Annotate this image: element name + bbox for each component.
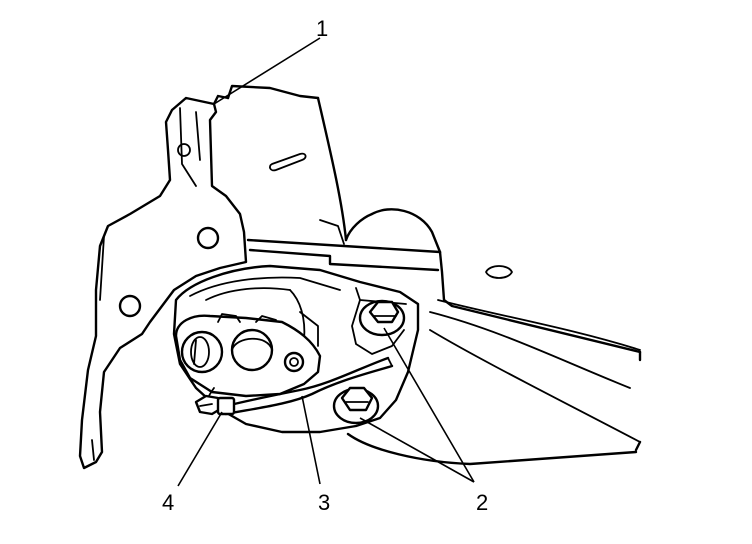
leader-3: [301, 395, 321, 485]
callout-3: 3: [318, 490, 330, 515]
leader-4: [177, 411, 223, 487]
callout-1: 1: [316, 16, 328, 41]
leader-2b: [359, 417, 475, 483]
callout-4: 4: [162, 490, 174, 515]
leader-1: [213, 37, 321, 105]
leader-lines: [177, 37, 475, 487]
callout-2: 2: [476, 490, 488, 515]
mounting-bracket: [78, 96, 248, 470]
lower-bolt: [332, 386, 380, 425]
bolts: [332, 299, 406, 425]
leader-2a: [383, 327, 475, 483]
electrical-connector: [194, 394, 236, 416]
upper-bolt: [358, 299, 406, 337]
